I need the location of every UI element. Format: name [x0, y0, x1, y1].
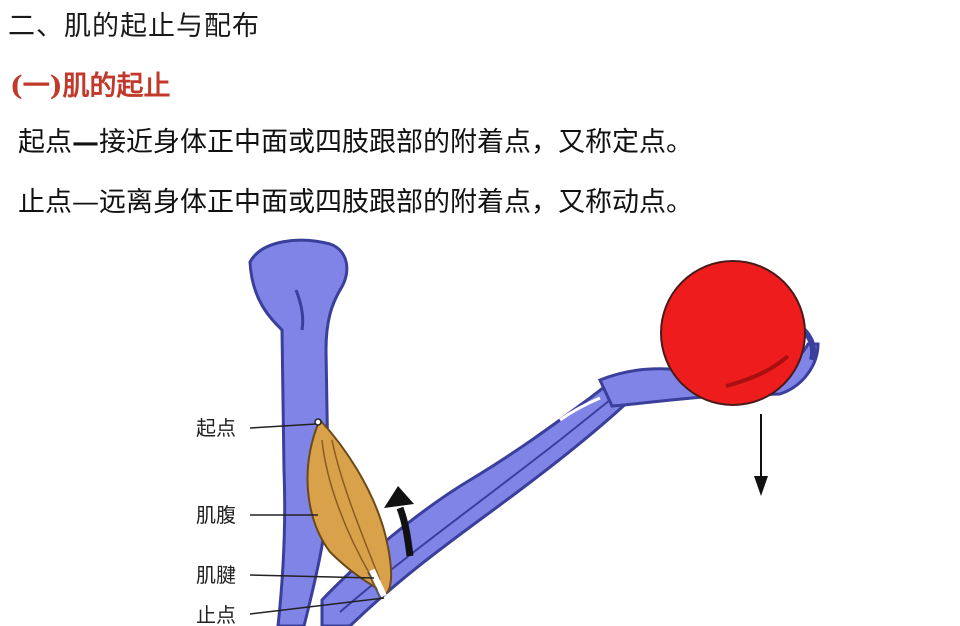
- tendon-outline: [367, 571, 381, 599]
- biceps-fibers: [321, 439, 381, 581]
- definition-insertion: 止点—远离身体正中面或四肢跟部的附着点，又称动点。: [18, 180, 693, 219]
- term-origin: 起点: [18, 127, 72, 158]
- label-insertion: 止点: [196, 603, 236, 626]
- ball-shadow: [725, 354, 790, 388]
- definition-text: 接近身体正中面或四肢跟部的附着点，又称定点。: [99, 127, 693, 158]
- label-origin: 起点: [196, 416, 236, 440]
- label-tendon: 肌腱: [196, 563, 236, 587]
- tendon-leader-line: [249, 574, 375, 579]
- definition-origin: 起点—接近身体正中面或四肢跟部的附着点，又称定点。: [18, 120, 693, 159]
- forearm-bone-line: [339, 399, 611, 613]
- down-arrow-icon: [754, 414, 768, 496]
- biceps-muscle: [306, 418, 393, 596]
- label-belly: 肌腹: [196, 503, 236, 527]
- dash: —: [72, 127, 99, 158]
- origin-leader-line: [249, 423, 317, 429]
- definition-text: 远离身体正中面或四肢跟部的附着点，又称动点。: [99, 187, 693, 218]
- forearm-bone-highlight: [559, 396, 601, 422]
- page-heading: 二、肌的起止与配布: [8, 11, 260, 42]
- up-arrow-icon: [384, 486, 414, 557]
- insertion-leader-line: [249, 597, 385, 615]
- section-heading: (一)肌的起止: [10, 71, 171, 102]
- humerus-head-detail: [294, 289, 305, 331]
- term-insertion: 止点: [18, 187, 72, 218]
- tendon: [369, 568, 387, 598]
- dash: —: [72, 187, 99, 218]
- origin-point-marker: [314, 418, 322, 426]
